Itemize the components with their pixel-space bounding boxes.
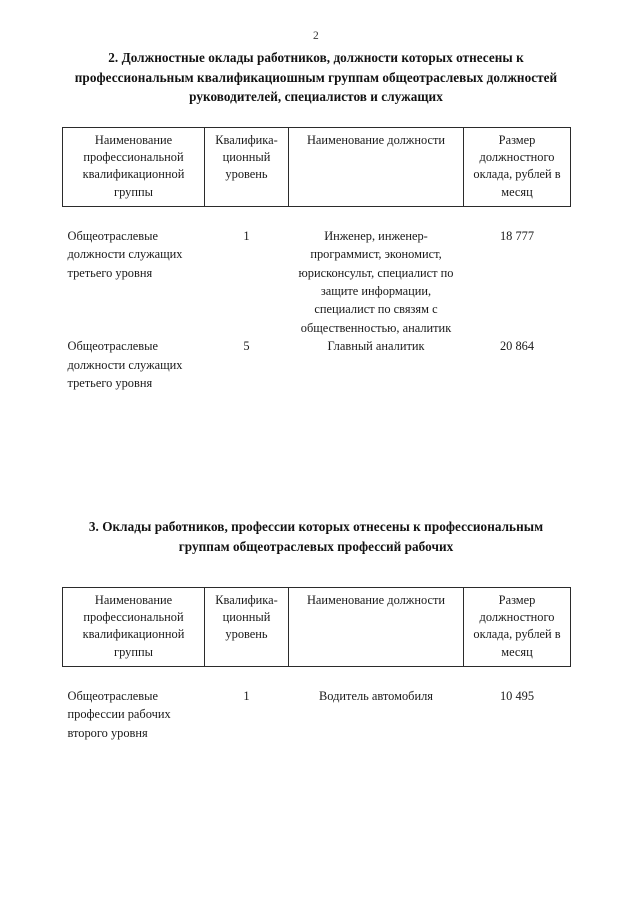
table-row: Общеотраслевые профессии рабочих второго… — [63, 687, 571, 742]
table-header: Наименование профессиональной квалификац… — [62, 127, 571, 207]
column-header-amount: Размер должностного оклада, рублей в мес… — [463, 587, 571, 667]
table-header-row: Наименование профессиональной квалификац… — [62, 127, 571, 207]
cell-level: 1 — [243, 688, 250, 703]
cell-position: Главный аналитик — [327, 339, 425, 354]
table-body: Общеотраслевые профессии рабочих второго… — [63, 666, 571, 742]
cell-position: Инженер, инженер-программист, экономист,… — [298, 228, 454, 335]
table-body: Общеотраслевые должности служащих третье… — [63, 206, 571, 392]
table-header: Наименование профессиональной квалификац… — [62, 587, 571, 667]
column-header-level: Квалифика-ционный уровень — [204, 127, 289, 207]
cell-group: Общеотраслевые должности служащих третье… — [67, 228, 183, 280]
column-header-group: Наименование профессиональной квалификац… — [62, 127, 205, 207]
cell-amount: 20 864 — [499, 339, 535, 354]
column-header-position: Наименование должности — [288, 127, 464, 207]
cell-amount: 18 777 — [499, 228, 535, 243]
cell-group: Общеотраслевые должности служащих третье… — [67, 339, 183, 391]
cell-position: Водитель автомобиля — [319, 688, 433, 703]
column-header-level: Квалифика-ционный уровень — [204, 587, 289, 667]
cell-level: 5 — [243, 339, 250, 354]
table-spacer — [63, 666, 571, 687]
cell-group: Общеотраслевые профессии рабочих второго… — [67, 688, 171, 740]
cell-amount: 10 495 — [499, 688, 535, 703]
section-heading-2: 2. Должностные оклады работников, должно… — [74, 50, 558, 104]
table-header-row: Наименование профессиональной квалификац… — [62, 587, 571, 667]
salary-table-section-3: Наименование профессиональной квалификац… — [62, 587, 571, 742]
section-heading-3: 3. Оклады работников, профессии которых … — [88, 519, 544, 554]
table-row: Общеотраслевые должности служащих третье… — [63, 227, 571, 337]
page-number: 2 — [313, 30, 319, 42]
cell-level: 1 — [243, 228, 250, 243]
column-header-amount: Размер должностного оклада, рублей в мес… — [463, 127, 571, 207]
salary-table-section-2: Наименование профессиональной квалификац… — [62, 127, 571, 392]
table-row: Общеотраслевые должности служащих третье… — [63, 337, 571, 392]
column-header-group: Наименование профессиональной квалификац… — [62, 587, 205, 667]
column-header-position: Наименование должности — [288, 587, 464, 667]
table-spacer — [63, 206, 571, 227]
